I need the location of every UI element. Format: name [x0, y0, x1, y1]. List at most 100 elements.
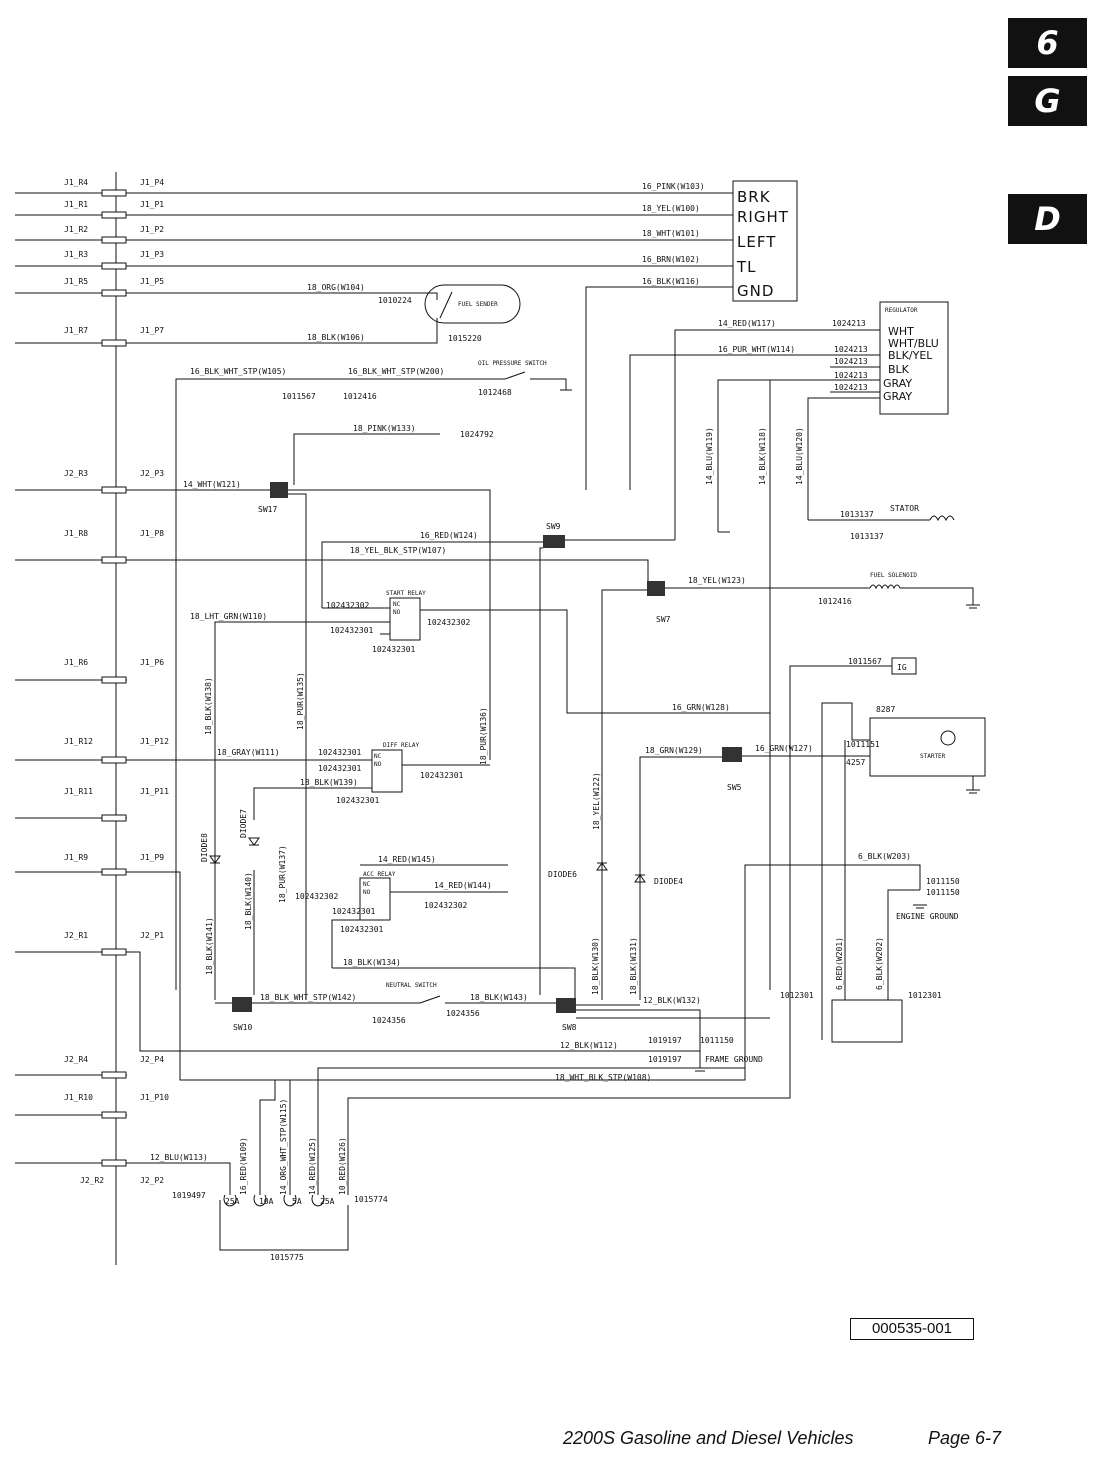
start-relay-nc: NC	[393, 601, 401, 608]
connector-label-left: J1_R7	[64, 326, 88, 335]
starter-box	[869, 717, 986, 777]
wire-label-w128: 16_GRN(W128)	[672, 703, 730, 712]
connector-pin	[101, 948, 127, 956]
connector-label-right: J2_P4	[140, 1055, 164, 1064]
connector-pin	[101, 1159, 127, 1167]
part-1013137: 1013137	[840, 510, 874, 519]
section-tab-d[interactable]: D	[1008, 194, 1087, 244]
wire-label-w140: 18_BLK(W140)	[244, 872, 253, 930]
connector-label-right: J1_P10	[140, 1093, 169, 1102]
part-102432302-c: 102432302	[295, 892, 339, 901]
acc-relay-nc: NC	[363, 881, 371, 888]
document-id: 000535-001	[850, 1318, 974, 1340]
wire-label-w103: 16_PINK(W103)	[642, 182, 705, 191]
part-8287: 8287	[876, 705, 895, 714]
wire-label-w109: 16_RED(W109)	[239, 1137, 248, 1195]
regulator-box	[879, 301, 949, 415]
part-102432301-f: 102432301	[336, 796, 380, 805]
acc-relay-label: ACC RELAY	[363, 871, 396, 878]
wire-label-w132: 12_BLK(W132)	[643, 996, 701, 1005]
part-1019197-b: 1019197	[648, 1055, 682, 1064]
connector-pin	[101, 289, 127, 297]
wire-label-w203: 6_BLK(W203)	[858, 852, 911, 861]
wire-label-w123: 18_YEL(W123)	[688, 576, 746, 585]
neutral-switch-label: NEUTRAL SWITCH	[386, 982, 437, 989]
wire-label-w106: 18_BLK(W106)	[307, 333, 365, 342]
splice-sw5	[722, 747, 742, 762]
wire-label-w131: 18_BLK(W131)	[629, 937, 638, 995]
stator-coil	[929, 515, 955, 522]
wire-label-w202: 6_BLK(W202)	[875, 937, 884, 990]
part-1024213: 1024213	[832, 319, 866, 328]
frame-ground-label: FRAME GROUND	[705, 1055, 763, 1064]
part-4257: 4257	[846, 758, 865, 767]
connector-label-left: J2_R2	[80, 1176, 104, 1185]
wire-label-w136: 18_PUR(W136)	[479, 707, 488, 765]
wire-label-w116: 16_BLK(W116)	[642, 277, 700, 286]
wire-label-w142: 18_BLK_WHT_STP(W142)	[260, 993, 356, 1002]
part-102432302-d: 102432302	[424, 901, 468, 910]
part-1015775: 1015775	[270, 1253, 304, 1262]
diff-relay-no: NO	[374, 761, 382, 768]
splice-sw7	[647, 581, 665, 596]
part-1011150-c: 1011150	[700, 1036, 734, 1045]
regulator-title: REGULATOR	[885, 307, 918, 314]
connector-label-left: J1_R9	[64, 853, 88, 862]
wire-label-w126: 10_RED(W126)	[338, 1137, 347, 1195]
splice-sw8	[556, 998, 576, 1013]
part-102432301-h: 102432301	[340, 925, 384, 934]
section-tab-g[interactable]: G	[1008, 76, 1087, 126]
wire-label-w107: 18_YEL_BLK_STP(W107)	[350, 546, 446, 555]
light-connector-box	[732, 180, 798, 302]
wire-label-w110: 18_LHT_GRN(W110)	[190, 612, 267, 621]
connector-label-right: J1_P12	[140, 737, 169, 746]
part-1024213-c: 1024213	[834, 357, 868, 366]
light-pin-right: RIGHT	[737, 208, 789, 226]
section-tab-6[interactable]: 6	[1008, 18, 1087, 68]
wire-label-w118: 14_BLK(W118)	[758, 427, 767, 485]
splice-label-sw7: SW7	[656, 615, 671, 624]
diode4-label: DIODE4	[654, 877, 683, 886]
wire-label-w105: 16_BLK_WHT_STP(W105)	[190, 367, 286, 376]
splice-label-sw5: SW5	[727, 783, 742, 792]
part-102432301-d: 102432301	[318, 764, 362, 773]
wire-label-w119: 14_BLU(W119)	[705, 427, 714, 485]
footer-page: Page 6-7	[928, 1428, 1002, 1448]
part-1024213-d: 1024213	[834, 371, 868, 380]
acc-relay-no: NO	[363, 889, 371, 896]
wire-label-w125: 14_RED(W125)	[308, 1137, 317, 1195]
oil-pressure-switch-label: OIL PRESSURE SWITCH	[478, 360, 547, 367]
connector-label-left: J2_R3	[64, 469, 88, 478]
connector-pin	[101, 676, 127, 684]
start-relay-no: NO	[393, 609, 401, 616]
splice-sw9	[543, 535, 565, 548]
regulator-pin-gray-2: GRAY	[883, 390, 912, 403]
fuse-10a: 10A	[259, 1197, 274, 1206]
light-pin-brk: BRK	[737, 188, 771, 206]
wire-label-w102: 16_BRN(W102)	[642, 255, 700, 264]
part-102432301-e: 102432301	[420, 771, 464, 780]
connector-label-right: J1_P9	[140, 853, 164, 862]
splice-label-sw10: SW10	[233, 1023, 252, 1032]
connector-pin	[101, 211, 127, 219]
regulator-pin-wht-blu: WHT/BLU	[888, 337, 939, 350]
part-1012468: 1012468	[478, 388, 512, 397]
wire-label-w138: 18_BLK(W138)	[204, 677, 213, 735]
diode6-label: DIODE6	[548, 870, 577, 879]
fuse-5a: 5A	[292, 1197, 302, 1206]
connector-label-right: J1_P1	[140, 200, 164, 209]
part-1011150: 1011150	[926, 877, 960, 886]
wire-label-w137: 18_PUR(W137)	[278, 845, 287, 903]
splice-label-sw17: SW17	[258, 505, 277, 514]
diff-relay-box	[371, 749, 403, 793]
wire-label-w117: 14_RED(W117)	[718, 319, 776, 328]
diode-symbols	[209, 837, 646, 883]
part-102432301-g: 102432301	[332, 907, 376, 916]
wire-label-w114: 16_PUR_WHT(W114)	[718, 345, 795, 354]
part-1024356-b: 1024356	[446, 1009, 480, 1018]
connector-label-left: J1_R5	[64, 277, 88, 286]
connector-label-left: J2_R4	[64, 1055, 88, 1064]
wire-label-w101: 18_WHT(W101)	[642, 229, 700, 238]
wire-label-w122: 18_YEL(W122)	[592, 772, 601, 830]
